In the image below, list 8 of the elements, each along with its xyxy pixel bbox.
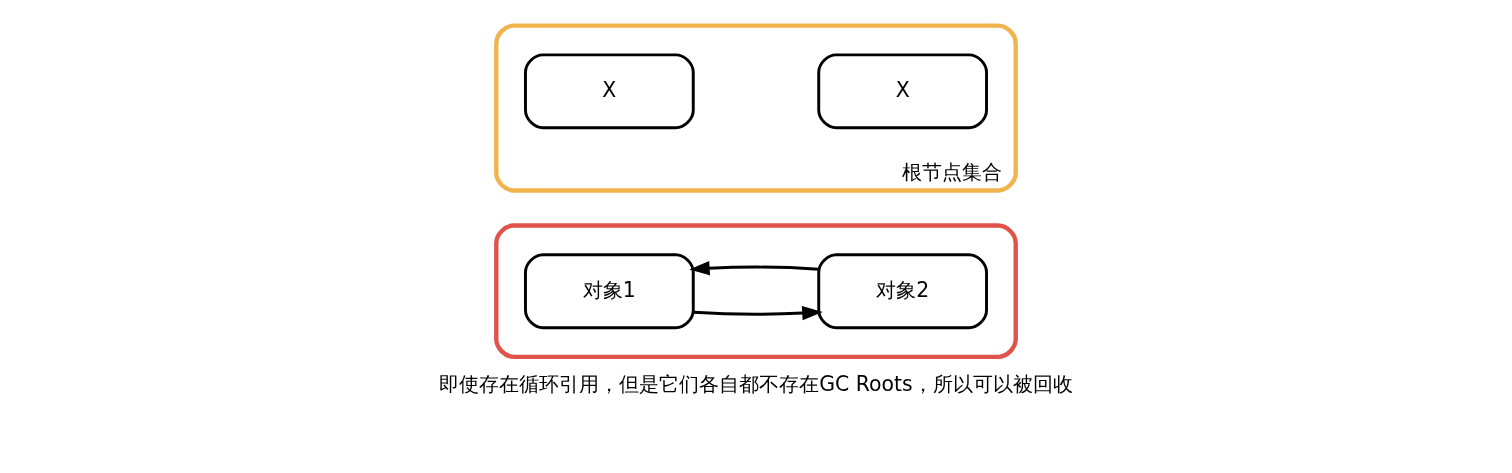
arrow <box>693 305 823 321</box>
node-label: 即使存在循环引用，但是它们各自都不存在GC Roots，所以可以被回收 <box>439 371 1073 396</box>
node-box: X <box>817 53 988 130</box>
node-box: X <box>524 53 695 130</box>
cluster <box>494 223 1018 360</box>
node-box: 对象1 <box>524 253 695 330</box>
node-box: 对象2 <box>817 253 988 330</box>
arrow <box>689 261 819 276</box>
